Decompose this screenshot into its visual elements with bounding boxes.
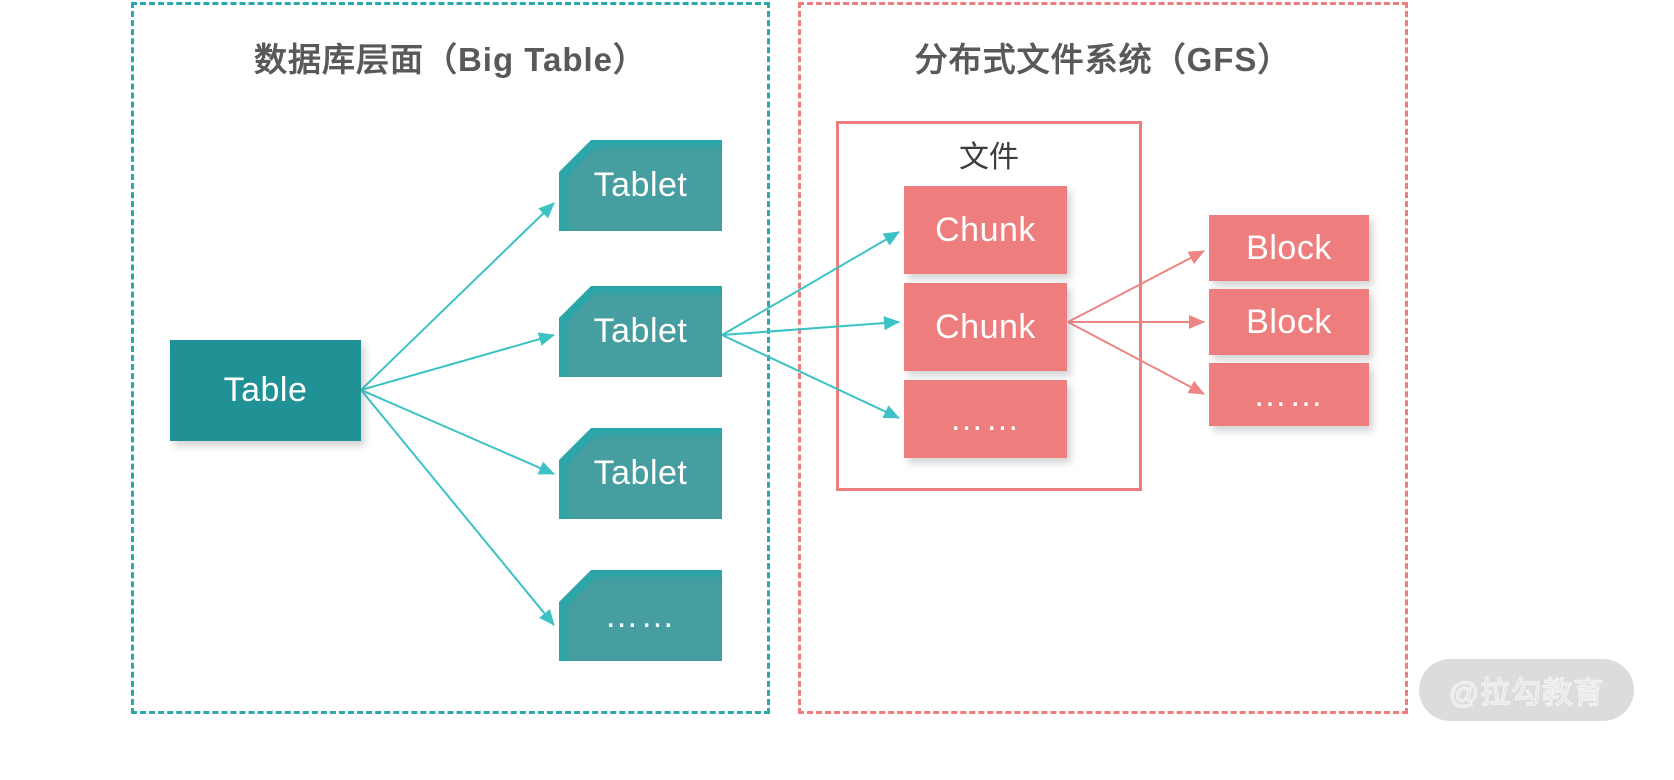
node-chunk-1[interactable]: Chunk <box>904 186 1067 274</box>
watermark-label: @拉勾教育 <box>1448 676 1605 711</box>
region-bigtable-title: 数据库层面（Big Table） <box>253 41 648 78</box>
node-tablet-ellipsis[interactable]: …… <box>559 570 722 661</box>
node-tablet-1[interactable]: Tablet <box>559 140 722 231</box>
node-tablet-ellipsis-label: …… <box>604 596 677 635</box>
node-chunk-ellipsis[interactable]: …… <box>904 380 1067 458</box>
node-block-ellipsis[interactable]: …… <box>1209 363 1369 426</box>
node-tablet-1-label: Tablet <box>593 166 688 204</box>
node-block-2[interactable]: Block <box>1209 289 1369 355</box>
node-block-1-label: Block <box>1246 228 1332 267</box>
region-gfs-title: 分布式文件系统（GFS） <box>914 41 1292 78</box>
node-chunk-1-label: Chunk <box>935 210 1036 249</box>
node-table[interactable]: Table <box>170 340 361 441</box>
node-tablet-2-label: Tablet <box>593 312 688 350</box>
node-tablet-2[interactable]: Tablet <box>559 286 722 377</box>
file-label: 文件 <box>959 141 1019 174</box>
node-tablet-3-label: Tablet <box>593 454 688 492</box>
node-table-label: Table <box>223 371 308 409</box>
node-block-2-label: Block <box>1246 302 1332 341</box>
node-chunk-2-label: Chunk <box>935 307 1036 346</box>
node-chunk-2[interactable]: Chunk <box>904 283 1067 371</box>
watermark: @拉勾教育 <box>1419 659 1634 721</box>
node-block-1[interactable]: Block <box>1209 215 1369 281</box>
node-tablet-3[interactable]: Tablet <box>559 428 722 519</box>
node-block-ellipsis-label: …… <box>1253 375 1325 414</box>
node-chunk-ellipsis-label: …… <box>949 400 1022 438</box>
